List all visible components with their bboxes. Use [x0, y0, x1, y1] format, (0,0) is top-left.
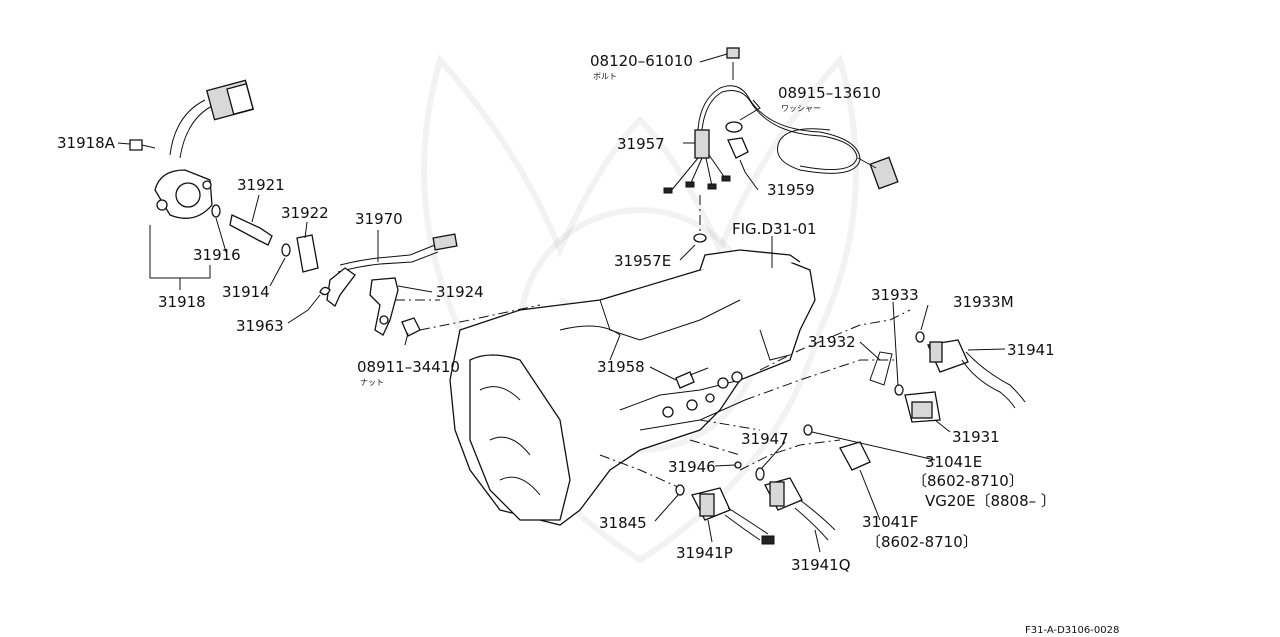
label-31959: 31959 [767, 181, 815, 199]
leader-lines [117, 99, 1006, 553]
label-31845: 31845 [599, 514, 647, 532]
label-31041f: 31041F [862, 513, 918, 531]
label-31918: 31918 [158, 293, 206, 311]
part-labels: 08120–61010 ボルト 08915–13610 ワッシャー 31957 … [57, 52, 1119, 636]
part-31958 [675, 367, 709, 389]
label-31932: 31932 [808, 333, 856, 351]
label-31041f-code: 〔8602-8710〕 [866, 533, 978, 551]
label-08911-sub: ナット [360, 378, 384, 387]
label-31041e-code: 〔8602-8710〕 [912, 472, 1024, 490]
speedometer-cable [319, 230, 541, 337]
label-31963: 31963 [236, 317, 284, 335]
label-31931: 31931 [952, 428, 1000, 446]
label-31933m: 31933M [953, 293, 1014, 311]
harness-assembly [663, 47, 899, 243]
label-31946: 31946 [668, 458, 716, 476]
label-08120-sub: ボルト [593, 72, 617, 81]
transmission-case [449, 249, 816, 526]
label-31922: 31922 [281, 204, 329, 222]
label-31970: 31970 [355, 210, 403, 228]
label-08915: 08915–13610 [778, 84, 881, 102]
label-31957: 31957 [617, 135, 665, 153]
label-31947: 31947 [741, 430, 789, 448]
speed-sensors [599, 309, 1026, 545]
inhibitor-switch [129, 79, 319, 279]
label-31916: 31916 [193, 246, 241, 264]
label-31941p: 31941P [676, 544, 733, 562]
label-31957e: 31957E [614, 252, 671, 270]
label-08915-sub: ワッシャー [781, 104, 821, 113]
label-fig-ref: FIG.D31-01 [732, 220, 817, 238]
label-31041e: 31041E [925, 453, 982, 471]
label-08911: 08911–34410 [357, 358, 460, 376]
label-31941q: 31941Q [791, 556, 851, 574]
label-31941: 31941 [1007, 341, 1055, 359]
label-31918a: 31918A [57, 134, 116, 152]
label-31958: 31958 [597, 358, 645, 376]
label-vg20e: VG20E〔8808– 〕 [925, 492, 1056, 510]
label-31924: 31924 [436, 283, 484, 301]
footer-code: F31-A-D3106-0028 [1025, 625, 1119, 636]
label-31933: 31933 [871, 286, 919, 304]
label-31921: 31921 [237, 176, 285, 194]
label-31914: 31914 [222, 283, 270, 301]
label-08120: 08120–61010 [590, 52, 693, 70]
